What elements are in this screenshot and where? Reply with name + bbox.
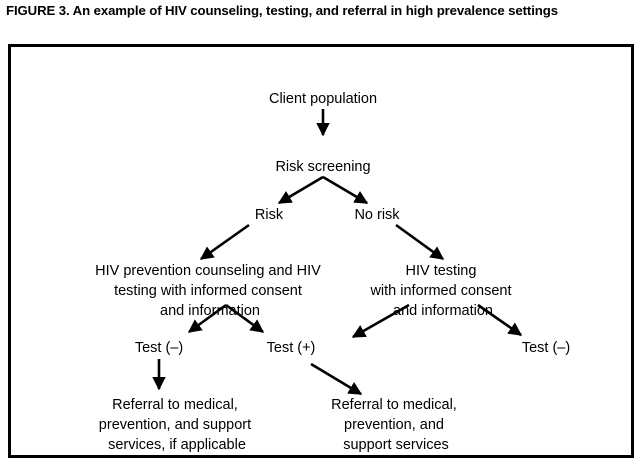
figure-frame: Client population Risk screening Risk No… — [8, 44, 634, 458]
node-hiv-prevention-counseling: HIV prevention counseling and HIV testin… — [95, 263, 325, 319]
edge-hiv-testing-to-test-positive — [351, 303, 410, 339]
flowchart-nodes: Client population Risk screening Risk No… — [95, 91, 570, 453]
node-risk: Risk — [255, 207, 284, 223]
node-referral-right-line-1: Referral to medical, — [331, 397, 457, 413]
node-no-risk-line-1: No risk — [354, 207, 400, 223]
figure-caption: FIGURE 3. An example of HIV counseling, … — [6, 3, 558, 18]
node-risk-line-1: Risk — [255, 207, 284, 223]
node-hiv-prevention-counseling-line-1: HIV prevention counseling and HIV — [95, 263, 321, 279]
node-referral-left-line-1: Referral to medical, — [112, 397, 238, 413]
node-risk-screening-line-1: Risk screening — [275, 159, 370, 175]
node-hiv-testing-line-1: HIV testing — [406, 263, 477, 279]
edge-hiv-prevention-counseling-to-test-positive — [225, 303, 265, 334]
node-client-population: Client population — [269, 91, 377, 107]
node-referral-right: Referral to medical, prevention, and sup… — [331, 397, 461, 453]
node-client-population-line-1: Client population — [269, 91, 377, 107]
flowchart-edges — [152, 109, 523, 396]
node-hiv-prevention-counseling-line-2: testing with informed consent — [114, 283, 302, 299]
node-no-risk: No risk — [354, 207, 400, 223]
edge-hiv-testing-to-test-negative-right — [477, 303, 523, 337]
node-test-negative-right-line-1: Test (–) — [522, 340, 570, 356]
edge-risk-to-hiv-prevention-counseling — [199, 223, 250, 261]
edge-test-positive-to-referral-right — [310, 362, 363, 396]
node-test-negative-left-line-1: Test (–) — [135, 340, 183, 356]
node-hiv-testing: HIV testing with informed consent and in… — [369, 263, 515, 319]
node-referral-left: Referral to medical, prevention, and sup… — [99, 397, 255, 453]
node-hiv-prevention-counseling-line-3: and information — [160, 303, 260, 319]
node-referral-right-line-3: support services — [343, 437, 449, 453]
flowchart: Client population Risk screening Risk No… — [95, 91, 570, 453]
node-risk-screening: Risk screening — [275, 159, 370, 175]
node-referral-left-line-3: services, if applicable — [108, 437, 246, 453]
edge-risk-screening-to-no-risk — [322, 175, 369, 205]
node-referral-left-line-2: prevention, and support — [99, 417, 251, 433]
node-test-negative-right: Test (–) — [522, 340, 570, 356]
node-test-positive: Test (+) — [267, 340, 316, 356]
node-hiv-testing-line-2: with informed consent — [369, 283, 511, 299]
edge-risk-screening-to-risk — [277, 175, 324, 205]
edge-no-risk-to-hiv-testing — [395, 223, 445, 261]
edge-hiv-prevention-counseling-to-test-negative-left — [187, 303, 227, 334]
node-hiv-testing-line-3: and information — [393, 303, 493, 319]
node-test-negative-left: Test (–) — [135, 340, 183, 356]
node-referral-right-line-2: prevention, and — [344, 417, 444, 433]
node-test-positive-line-1: Test (+) — [267, 340, 316, 356]
